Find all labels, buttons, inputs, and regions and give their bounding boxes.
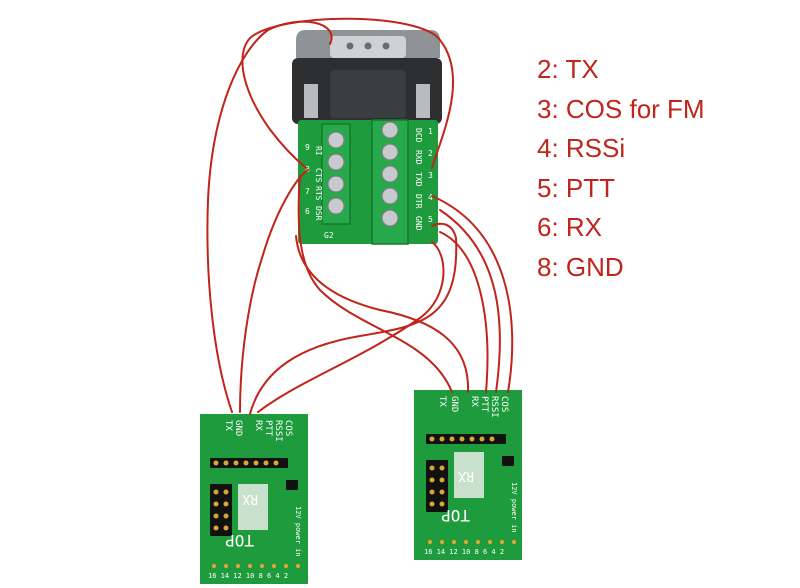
module-left: TX GND RX PTT RSSI COS TOP RX 12V power … <box>200 414 308 584</box>
pin-legend: 2: TX 3: COS for FM 4: RSSi 5: PTT 6: RX… <box>537 50 705 287</box>
module-right-pin-cos: COS <box>499 396 509 412</box>
module-left-pin-ptt: PTT <box>263 420 273 437</box>
module-left-pin-tx: TX <box>223 420 233 431</box>
db9-num-3: 3 <box>428 171 433 180</box>
db9-label-txd: TXD <box>414 172 423 187</box>
module-right-pin-rssi: RSSI <box>489 396 499 418</box>
module-right-bottom-numbers: 16 14 12 10 8 6 4 2 <box>424 548 504 556</box>
legend-item-ptt: 5: PTT <box>537 172 616 203</box>
legend-item-tx: 2: TX <box>537 54 599 84</box>
module-left-tape <box>238 484 268 530</box>
legend-item-rssi: 4: RSSi <box>537 133 626 163</box>
wire-right-ptt <box>439 209 501 393</box>
db9-num-7: 7 <box>305 187 310 196</box>
module-left-pin-rssi: RSSI <box>273 420 283 442</box>
module-right: TX GND RX PTT RSSI COS TOP RX 12V power … <box>414 390 522 560</box>
module-right-header <box>426 434 514 512</box>
db9-label-dtr: DTR <box>414 194 423 209</box>
module-right-side-text: 12V power in <box>510 482 518 533</box>
db9-label-ri: RI <box>314 146 323 156</box>
db9-label-cts: CTS <box>314 168 323 183</box>
wire-right-rx <box>439 231 489 393</box>
db9-num-4: 4 <box>428 193 433 202</box>
legend-item-cos: 3: COS for FM <box>537 93 705 124</box>
db9-label-dsr: DSR <box>314 206 323 221</box>
standoff-left <box>304 84 318 118</box>
module-right-top-text: TOP <box>441 506 470 525</box>
wire-left-tx <box>206 20 333 413</box>
module-left-pin-gnd: GND <box>233 420 243 436</box>
legend-item-gnd: 8: GND <box>537 251 624 282</box>
module-right-tape <box>454 452 484 498</box>
db9-num-6: 6 <box>305 207 310 216</box>
db9-label-rts: RTS <box>314 186 323 201</box>
module-left-rx-text: RX <box>242 491 258 506</box>
terminal-screws <box>327 121 399 227</box>
wire-left-ptt <box>257 241 445 413</box>
wire-right-tx <box>297 175 453 393</box>
module-left-header <box>210 458 298 536</box>
wire-top-loop <box>241 17 455 169</box>
legend-item-rx: 6: RX <box>537 212 603 242</box>
db9-num-9: 9 <box>305 143 310 152</box>
module-left-bottom-numbers: 16 14 12 10 8 6 4 2 <box>208 572 288 580</box>
db9-label-gnd: GND <box>414 216 423 231</box>
db9-label-rxd: RXD <box>414 150 423 165</box>
module-left-side-text: 12V power in <box>294 506 302 557</box>
db9-board-mark: G2 <box>324 231 334 240</box>
module-left-pin-cos: COS <box>283 420 293 436</box>
module-right-pin-tx: TX <box>437 396 447 407</box>
module-left-top-text: TOP <box>225 531 254 550</box>
module-left-pin-rx: RX <box>253 420 263 431</box>
db9-num-5: 5 <box>428 215 433 224</box>
module-right-pin-gnd: GND <box>449 396 459 412</box>
db9-breakout-board: RI CTS RTS DSR 9 8 7 6 G2 DCD RXD TXD DT… <box>292 30 442 245</box>
db9-label-dcd: DCD <box>414 128 423 143</box>
module-right-pin-ptt: PTT <box>479 396 489 413</box>
wire-left-gnd <box>239 169 309 413</box>
db9-num-2: 2 <box>428 149 433 158</box>
db9-num-1: 1 <box>428 127 433 136</box>
wire-right-gnd <box>295 235 470 393</box>
module-right-pin-rx: RX <box>469 396 479 407</box>
wire-left-rx <box>249 222 458 415</box>
wiring-drawing <box>206 17 514 415</box>
module-right-rx-text: RX <box>458 468 474 483</box>
standoff-right <box>416 84 430 118</box>
wire-right-cos <box>431 195 514 393</box>
